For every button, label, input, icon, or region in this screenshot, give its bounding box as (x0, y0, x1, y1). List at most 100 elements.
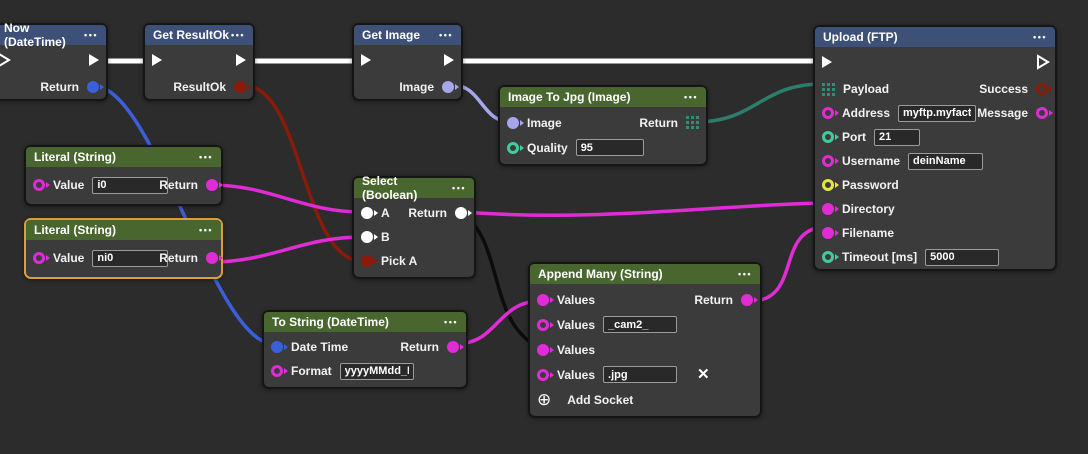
username-input[interactable] (908, 152, 984, 170)
socket-values4-input[interactable] (537, 368, 549, 381)
node-menu-icon[interactable]: ••• (444, 316, 458, 327)
values2-input[interactable] (603, 316, 678, 333)
socket-username-input[interactable] (822, 155, 834, 167)
port-label-image: Image (399, 80, 434, 94)
socket-b-input[interactable] (361, 231, 373, 243)
node-header[interactable]: Literal (String) ••• (26, 220, 221, 240)
values4-input[interactable] (603, 366, 678, 383)
socket-image-input[interactable] (507, 116, 519, 129)
exec-input-socket[interactable] (150, 52, 164, 68)
socket-values2-input[interactable] (537, 318, 549, 331)
address-input[interactable] (898, 104, 977, 122)
delete-socket-icon[interactable]: ✕ (697, 366, 710, 383)
wire-literal2-selectb[interactable] (210, 235, 363, 264)
add-socket-icon: ⊕ (537, 390, 552, 409)
exec-output-socket[interactable] (1036, 54, 1050, 70)
node-get-resultok[interactable]: Get ResultOk ••• ResultOk (143, 23, 255, 101)
port-label-return: Return (694, 292, 733, 307)
node-menu-icon[interactable]: ••• (199, 151, 213, 162)
socket-string-input[interactable] (33, 179, 45, 191)
socket-success-output[interactable] (1036, 83, 1048, 95)
node-menu-icon[interactable]: ••• (684, 91, 698, 102)
node-append-many-string[interactable]: Append Many (String) ••• Values Return V… (528, 262, 762, 418)
socket-port-input[interactable] (822, 131, 834, 143)
exec-output-socket[interactable] (87, 52, 101, 68)
node-header[interactable]: To String (DateTime) ••• (264, 312, 466, 332)
wire-literal1-selecta[interactable] (210, 183, 363, 214)
socket-password-input[interactable] (822, 179, 834, 191)
node-menu-icon[interactable]: ••• (84, 29, 98, 40)
socket-string-output[interactable] (447, 341, 459, 353)
node-menu-icon[interactable]: ••• (231, 29, 245, 40)
node-header[interactable]: Upload (FTP) ••• (815, 27, 1055, 47)
exec-input-socket[interactable] (359, 52, 373, 68)
value-input[interactable] (92, 249, 169, 267)
timeout-input[interactable] (925, 248, 1000, 266)
add-socket-button[interactable]: ⊕ Add Socket (537, 391, 633, 408)
socket-a-input[interactable] (361, 207, 373, 219)
exec-output-socket[interactable] (234, 52, 248, 68)
socket-message-output[interactable] (1036, 107, 1048, 119)
node-menu-icon[interactable]: ••• (738, 268, 752, 279)
port-label-port: Port (842, 130, 866, 144)
socket-timeout-input[interactable] (822, 251, 834, 263)
node-header[interactable]: Select (Boolean) ••• (354, 174, 474, 202)
node-header[interactable]: Append Many (String) ••• (530, 264, 760, 284)
wire-resultok-picka[interactable] (242, 83, 363, 263)
grid-socket-output[interactable] (686, 116, 699, 129)
socket-format-input[interactable] (271, 365, 283, 377)
port-input[interactable] (874, 128, 920, 146)
socket-picka-input[interactable] (361, 255, 373, 267)
exec-input-socket[interactable] (0, 52, 11, 68)
node-menu-icon[interactable]: ••• (439, 29, 453, 40)
format-input[interactable] (339, 362, 414, 380)
grid-socket-payload-input[interactable] (822, 82, 835, 96)
wire-imagetojpg-payload[interactable] (694, 82, 823, 124)
node-image-to-jpg[interactable]: Image To Jpg (Image) ••• Image Return (498, 85, 708, 166)
node-title: Get Image (362, 28, 421, 42)
node-now-datetime[interactable]: Now (DateTime) ••• Return (0, 21, 108, 101)
port-label-resultok: ResultOk (173, 80, 226, 94)
value-input[interactable] (92, 176, 169, 194)
node-select-boolean[interactable]: Select (Boolean) ••• A Return B (352, 174, 476, 279)
exec-input-socket[interactable] (820, 54, 834, 70)
node-upload-ftp[interactable]: Upload (FTP) ••• Payload (813, 25, 1057, 271)
node-menu-icon[interactable]: ••• (452, 182, 466, 193)
socket-address-input[interactable] (822, 107, 834, 119)
socket-string-input[interactable] (33, 252, 45, 264)
node-header[interactable]: Image To Jpg (Image) ••• (500, 87, 706, 107)
node-header[interactable]: Now (DateTime) ••• (0, 21, 106, 49)
socket-string-output[interactable] (205, 252, 218, 264)
port-label-values2: Values (557, 317, 596, 332)
socket-string-output[interactable] (205, 179, 218, 191)
node-title: Get ResultOk (153, 28, 230, 42)
socket-filename-input[interactable] (822, 227, 834, 239)
node-header[interactable]: Get Image ••• (354, 25, 461, 45)
wire-now-return-tostring[interactable] (93, 84, 275, 346)
socket-values3-input[interactable] (537, 343, 549, 356)
node-literal-string-2[interactable]: Literal (String) ••• Value Return (24, 218, 223, 279)
socket-return-output[interactable] (455, 207, 467, 219)
node-menu-icon[interactable]: ••• (199, 224, 213, 235)
port-label-a: A (381, 206, 390, 220)
socket-number-input[interactable] (507, 141, 519, 154)
node-menu-icon[interactable]: ••• (1033, 31, 1047, 42)
socket-datetime-input[interactable] (271, 341, 283, 353)
socket-image-output[interactable] (442, 81, 454, 93)
socket-return-output[interactable] (741, 293, 753, 306)
socket-datetime-output[interactable] (87, 81, 99, 93)
node-to-string-datetime[interactable]: To String (DateTime) ••• Date Time Retur… (262, 310, 468, 389)
node-header[interactable]: Get ResultOk ••• (145, 25, 253, 45)
socket-values1-input[interactable] (537, 293, 549, 306)
node-get-image[interactable]: Get Image ••• Image (352, 23, 463, 101)
node-literal-string-1[interactable]: Literal (String) ••• Value Return (24, 145, 223, 206)
socket-resultok-output[interactable] (234, 81, 246, 93)
quality-input[interactable] (575, 139, 644, 156)
node-header[interactable]: Literal (String) ••• (26, 147, 221, 167)
wire-append-filename[interactable] (750, 225, 823, 303)
wire-select-directory[interactable] (461, 201, 823, 217)
port-label-values4: Values (557, 367, 596, 382)
exec-output-socket[interactable] (442, 52, 456, 68)
socket-directory-input[interactable] (822, 203, 834, 215)
